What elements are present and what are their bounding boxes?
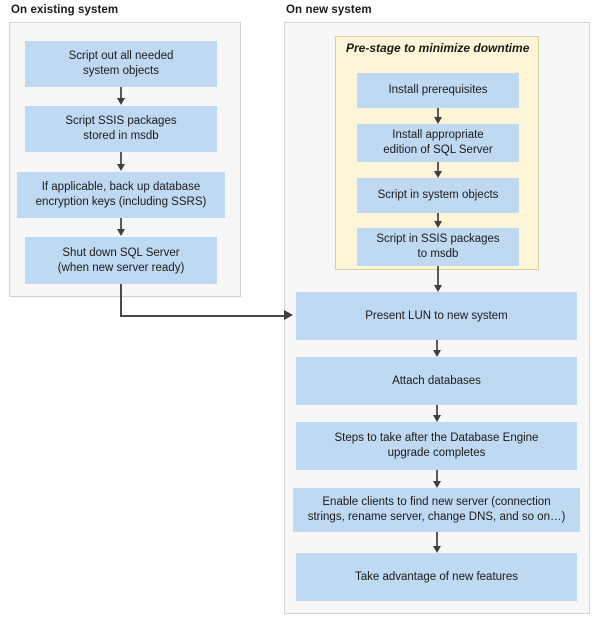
step-script-in-system-objects[interactable]: Script in system objects: [357, 178, 519, 213]
arrow-down-left-3: [120, 218, 122, 230]
connector-cross-column-horizontal: [120, 315, 286, 317]
arrow-down-prestage-exit: [437, 266, 439, 286]
arrow-down-right-2: [436, 405, 438, 416]
step-present-lun-to-new-system[interactable]: Present LUN to new system: [296, 292, 577, 340]
arrow-down-prestage-2: [437, 162, 439, 172]
connector-cross-column-arrowhead: [284, 310, 293, 320]
arrow-down-prestage-1: [437, 108, 439, 118]
arrow-down-prestage-3: [437, 213, 439, 222]
group-pre-stage-title: Pre-stage to minimize downtime: [346, 41, 530, 55]
arrow-down-right-1: [436, 340, 438, 351]
column-heading-existing-system: On existing system: [11, 4, 119, 16]
step-install-prerequisites[interactable]: Install prerequisites: [357, 73, 519, 108]
step-attach-databases[interactable]: Attach databases: [296, 357, 577, 405]
arrow-down-right-3: [436, 470, 438, 482]
step-shut-down-sql-server[interactable]: Shut down SQL Server(when new server rea…: [25, 237, 217, 284]
arrow-down-left-1: [120, 87, 122, 99]
step-take-advantage-of-new-features[interactable]: Take advantage of new features: [296, 553, 577, 601]
step-enable-clients-find-new-server[interactable]: Enable clients to find new server (conne…: [293, 488, 580, 532]
connector-cross-column-vertical: [120, 284, 122, 317]
arrow-down-right-4: [436, 532, 438, 547]
column-heading-new-system: On new system: [286, 4, 372, 16]
arrow-down-left-2: [120, 152, 122, 165]
